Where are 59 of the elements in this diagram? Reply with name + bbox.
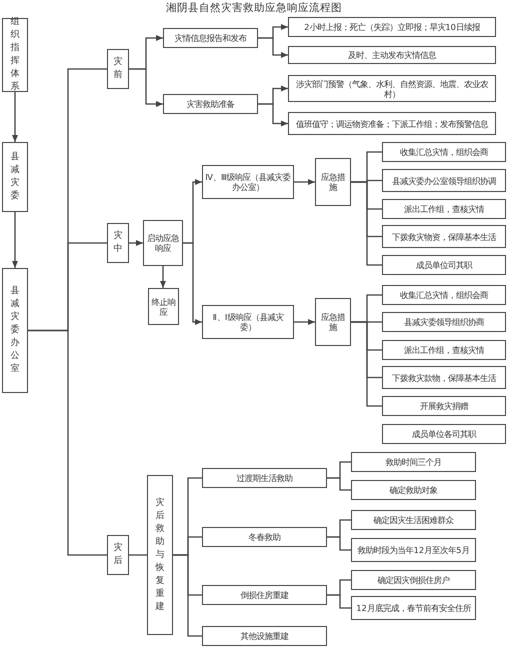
connector-line — [173, 554, 202, 637]
process-box: Ⅳ、Ⅲ级响应（县减灾委办公室） — [202, 165, 294, 199]
connector-line — [327, 536, 351, 551]
process-box: 确定因灾倒损住房户 — [351, 570, 476, 590]
process-box: 收集汇总灾情，组织会商 — [382, 142, 506, 162]
diagram-title: 湘阴县自然灾害救助应急响应流程图 — [165, 1, 343, 15]
connector-line — [327, 477, 351, 491]
arrow — [294, 179, 315, 185]
process-box: 灾后救助与恢复重建 — [147, 475, 173, 635]
arrow — [294, 319, 315, 325]
process-box: 确定救助对象 — [351, 480, 476, 500]
process-box: 其他设施重建 — [202, 626, 327, 646]
process-box: 县减灾委领导组织协商 — [382, 312, 506, 332]
process-box: 成员单位各司其职 — [382, 424, 506, 444]
process-box: 确定因灾生活困难群众 — [351, 510, 476, 530]
process-box: 应急措施 — [315, 158, 351, 206]
process-box: 县减灾委办公室 — [2, 268, 28, 393]
process-box: 县减灾委办公室领导组织协调 — [382, 169, 506, 192]
process-box: 冬春救助 — [202, 527, 327, 547]
connector-line — [28, 330, 107, 556]
process-box: 灾前 — [107, 49, 129, 89]
process-box: 12月底完成，春节前有安全住所 — [351, 596, 476, 620]
process-box: 2小时上报；死亡（失踪）立即报；旱灾10日续报 — [288, 17, 496, 37]
arrow — [258, 37, 288, 58]
process-box: 涉灾部门预警（气象、水利、自然资源、地震、农业农村） — [288, 75, 496, 102]
arrow — [258, 103, 288, 126]
process-box: 灾中 — [107, 223, 129, 263]
process-box: 灾情信息报告和发布 — [163, 28, 258, 48]
connector-line — [327, 594, 351, 609]
process-box: 灾后 — [107, 535, 129, 575]
connector-line — [351, 321, 382, 407]
process-box: 倒损住房重建 — [202, 585, 327, 605]
process-box: 救助时段为当年12月至次年5月 — [351, 538, 476, 562]
process-box: 灾害救助准备 — [163, 94, 258, 114]
process-box: 终止响应 — [148, 288, 179, 325]
process-box: Ⅱ、Ⅰ级响应（县减灾委） — [202, 305, 294, 339]
process-box: 值班值守；调运物资准备；下派工作组；发布预警信息 — [288, 112, 496, 135]
process-box: 过渡期生活救助 — [202, 468, 327, 488]
arrow — [12, 212, 18, 268]
process-box: 及时、主动发布灾情信息 — [288, 46, 496, 64]
process-box: 成员单位司其职 — [382, 255, 506, 275]
process-box: 开展救灾捐赠 — [382, 396, 506, 416]
process-box: 组织指挥体系 — [2, 18, 28, 92]
process-box: 启动应急响应 — [143, 220, 183, 266]
connector-line — [351, 181, 382, 266]
arrow — [12, 92, 18, 142]
process-box: 下拨救灾款物，保障基本生活 — [382, 366, 506, 389]
arrow — [160, 266, 166, 288]
process-box: 收集汇总灾情，组织会商 — [382, 285, 506, 305]
process-box: 派出工作组，查核灾情 — [382, 340, 506, 360]
process-box: 救助时间三个月 — [351, 452, 476, 472]
process-box: 应急措施 — [315, 298, 351, 346]
process-box: 派出工作组，查核灾情 — [382, 199, 506, 219]
process-box: 县减灾委 — [2, 142, 28, 212]
process-box: 下拨救灾物资，保障基本生活 — [382, 225, 506, 248]
connector-line — [129, 554, 147, 556]
arrow — [129, 240, 143, 246]
arrow — [129, 68, 163, 107]
arrow — [183, 242, 202, 325]
